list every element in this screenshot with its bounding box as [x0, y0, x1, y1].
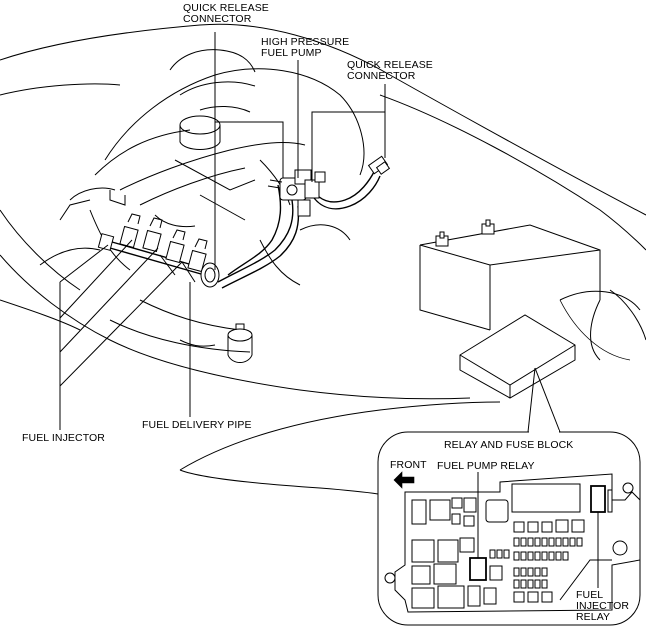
label-high-pressure-fuel-pump: HIGH PRESSURE FUEL PUMP — [261, 36, 350, 59]
leader-lines — [59, 32, 599, 588]
label-relay-and-fuse-block: RELAY AND FUSE BLOCK — [444, 439, 574, 451]
label-fuel-injector-relay: FUEL INJECTOR RELAY — [576, 589, 630, 623]
mini-fuse-row-1 — [513, 537, 583, 547]
reservoir — [179, 323, 253, 363]
label-quick-release-connector-top: QUICK RELEASE CONNECTOR — [183, 2, 269, 25]
high-pressure-fuel-pump — [267, 169, 326, 217]
relay-box-housing — [459, 314, 576, 399]
label-fuel-injector: FUEL INJECTOR — [22, 432, 105, 444]
label-fuel-pump-relay: FUEL PUMP RELAY — [437, 460, 535, 472]
body-outline — [0, 23, 646, 495]
mini-fuse-row-2 — [489, 549, 569, 561]
label-quick-release-connector-right: QUICK RELEASE CONNECTOR — [347, 59, 433, 82]
front-arrow-icon — [393, 471, 415, 489]
relay-fuse-block — [384, 473, 641, 613]
engine-block — [39, 49, 365, 353]
fuel-injectors — [97, 213, 220, 288]
battery — [419, 219, 601, 331]
label-front: FRONT — [390, 459, 427, 471]
label-fuel-delivery-pipe: FUEL DELIVERY PIPE — [142, 419, 252, 431]
fuel-lines — [217, 155, 391, 289]
